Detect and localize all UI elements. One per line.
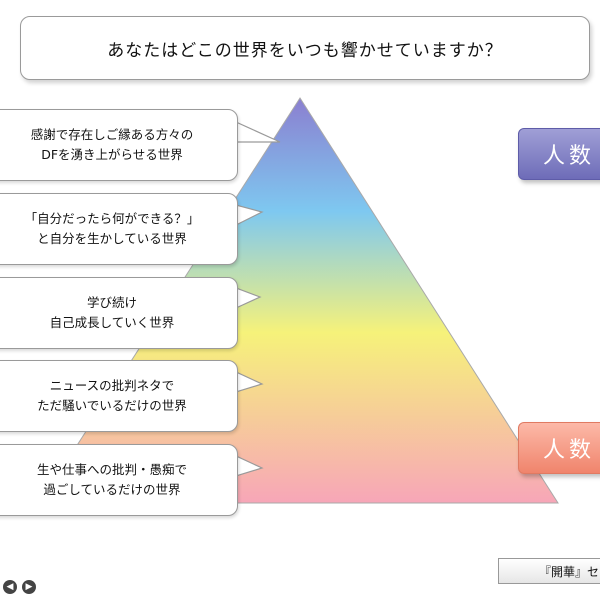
footer-label: 『開華』セ — [498, 558, 600, 584]
bubble-pointer-1 — [235, 121, 281, 143]
top-count-label: 人数 — [518, 128, 600, 180]
level-3-line2: 自己成長していく世界 — [49, 315, 175, 330]
level-2-line2: と自分を生かしている世界 — [37, 231, 187, 246]
bottom-count-label: 人数 — [518, 422, 600, 474]
top-count-label-text: 人数 — [543, 144, 596, 169]
bottom-count-label-text: 人数 — [543, 438, 596, 463]
footer-label-text: 『開華』セ — [539, 564, 600, 579]
level-4-line2: ただ騒いでいるだけの世界 — [37, 398, 187, 413]
nav-prev-icon[interactable]: ◀ — [3, 580, 17, 594]
level-5-bubble: 生や仕事への批判・愚痴で 過ごしているだけの世界 — [0, 444, 238, 516]
level-4-bubble: ニュースの批判ネタで ただ騒いでいるだけの世界 — [0, 360, 238, 432]
level-2-bubble: 「自分だったら何ができる？」 と自分を生かしている世界 — [0, 193, 238, 265]
level-3-bubble: 学び続け 自己成長していく世界 — [0, 277, 238, 349]
level-4-line1: ニュースの批判ネタで — [49, 378, 175, 393]
level-1-line1: 感謝で存在しご縁ある方々の — [30, 127, 194, 142]
question-title: あなたはどこの世界をいつも響かせていますか？ — [20, 16, 590, 80]
nav-next-icon[interactable]: ▶ — [22, 580, 36, 594]
question-title-text: あなたはどこの世界をいつも響かせていますか？ — [107, 40, 503, 61]
level-5-line1: 生や仕事への批判・愚痴で — [36, 462, 187, 477]
level-3-line1: 学び続け — [86, 295, 137, 310]
level-1-bubble: 感謝で存在しご縁ある方々の DFを湧き上がらせる世界 — [0, 109, 238, 181]
level-5-line2: 過ごしているだけの世界 — [43, 482, 181, 497]
level-2-line1: 「自分だったら何ができる？」 — [24, 211, 200, 226]
level-1-line2: DFを湧き上がらせる世界 — [41, 147, 183, 162]
